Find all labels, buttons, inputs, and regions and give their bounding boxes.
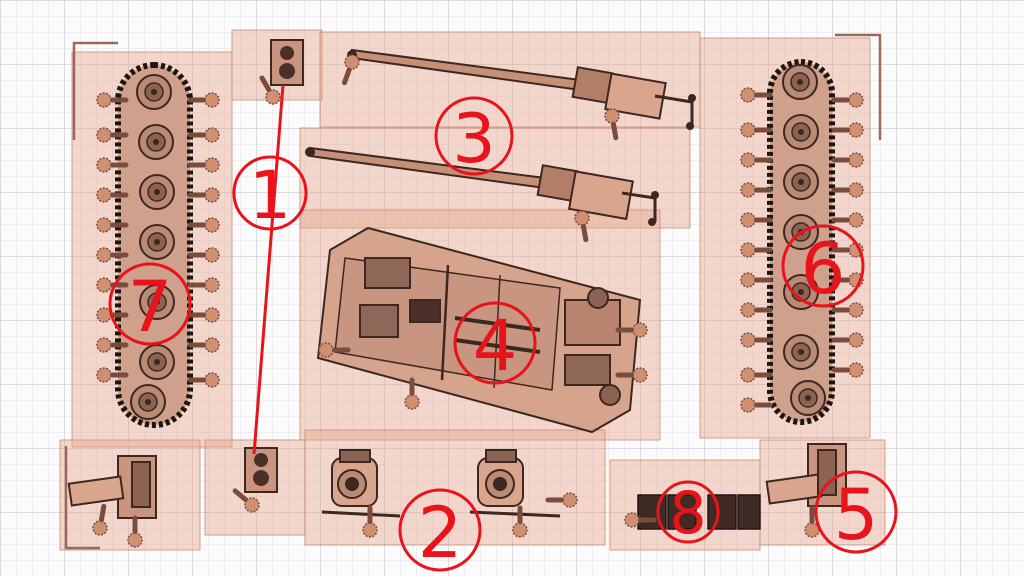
callout-4-label: 4 [473, 305, 518, 387]
part-3-barrels [305, 48, 696, 241]
callout-7-label: 7 [128, 266, 173, 348]
part-5-assembly [765, 443, 847, 537]
part-6-track [767, 59, 835, 425]
callout-8: 8 [656, 479, 720, 547]
part-1-connector [252, 84, 285, 455]
part-2-assemblies [321, 449, 577, 537]
callout-3: 3 [434, 96, 514, 179]
callout-1: 1 [232, 155, 308, 234]
part-4-hull [316, 226, 642, 434]
part-bottom-left-assembly [67, 455, 157, 547]
callout-2: 2 [398, 488, 482, 574]
callout-3-label: 3 [452, 100, 495, 179]
callout-5-label: 5 [834, 474, 879, 556]
callout-6-label: 6 [801, 228, 846, 310]
callout-5: 5 [814, 470, 898, 556]
callout-1-label: 1 [249, 157, 291, 234]
callout-4: 4 [453, 301, 537, 387]
frame-brackets [64, 33, 882, 550]
callout-7: 7 [108, 262, 192, 348]
part-1-blocks [231, 39, 304, 515]
part-8-ammo-boxes [625, 494, 761, 530]
callout-6: 6 [781, 224, 865, 310]
callout-8-label: 8 [670, 479, 707, 547]
part-7-track [115, 62, 193, 428]
callout-2-label: 2 [418, 492, 463, 574]
